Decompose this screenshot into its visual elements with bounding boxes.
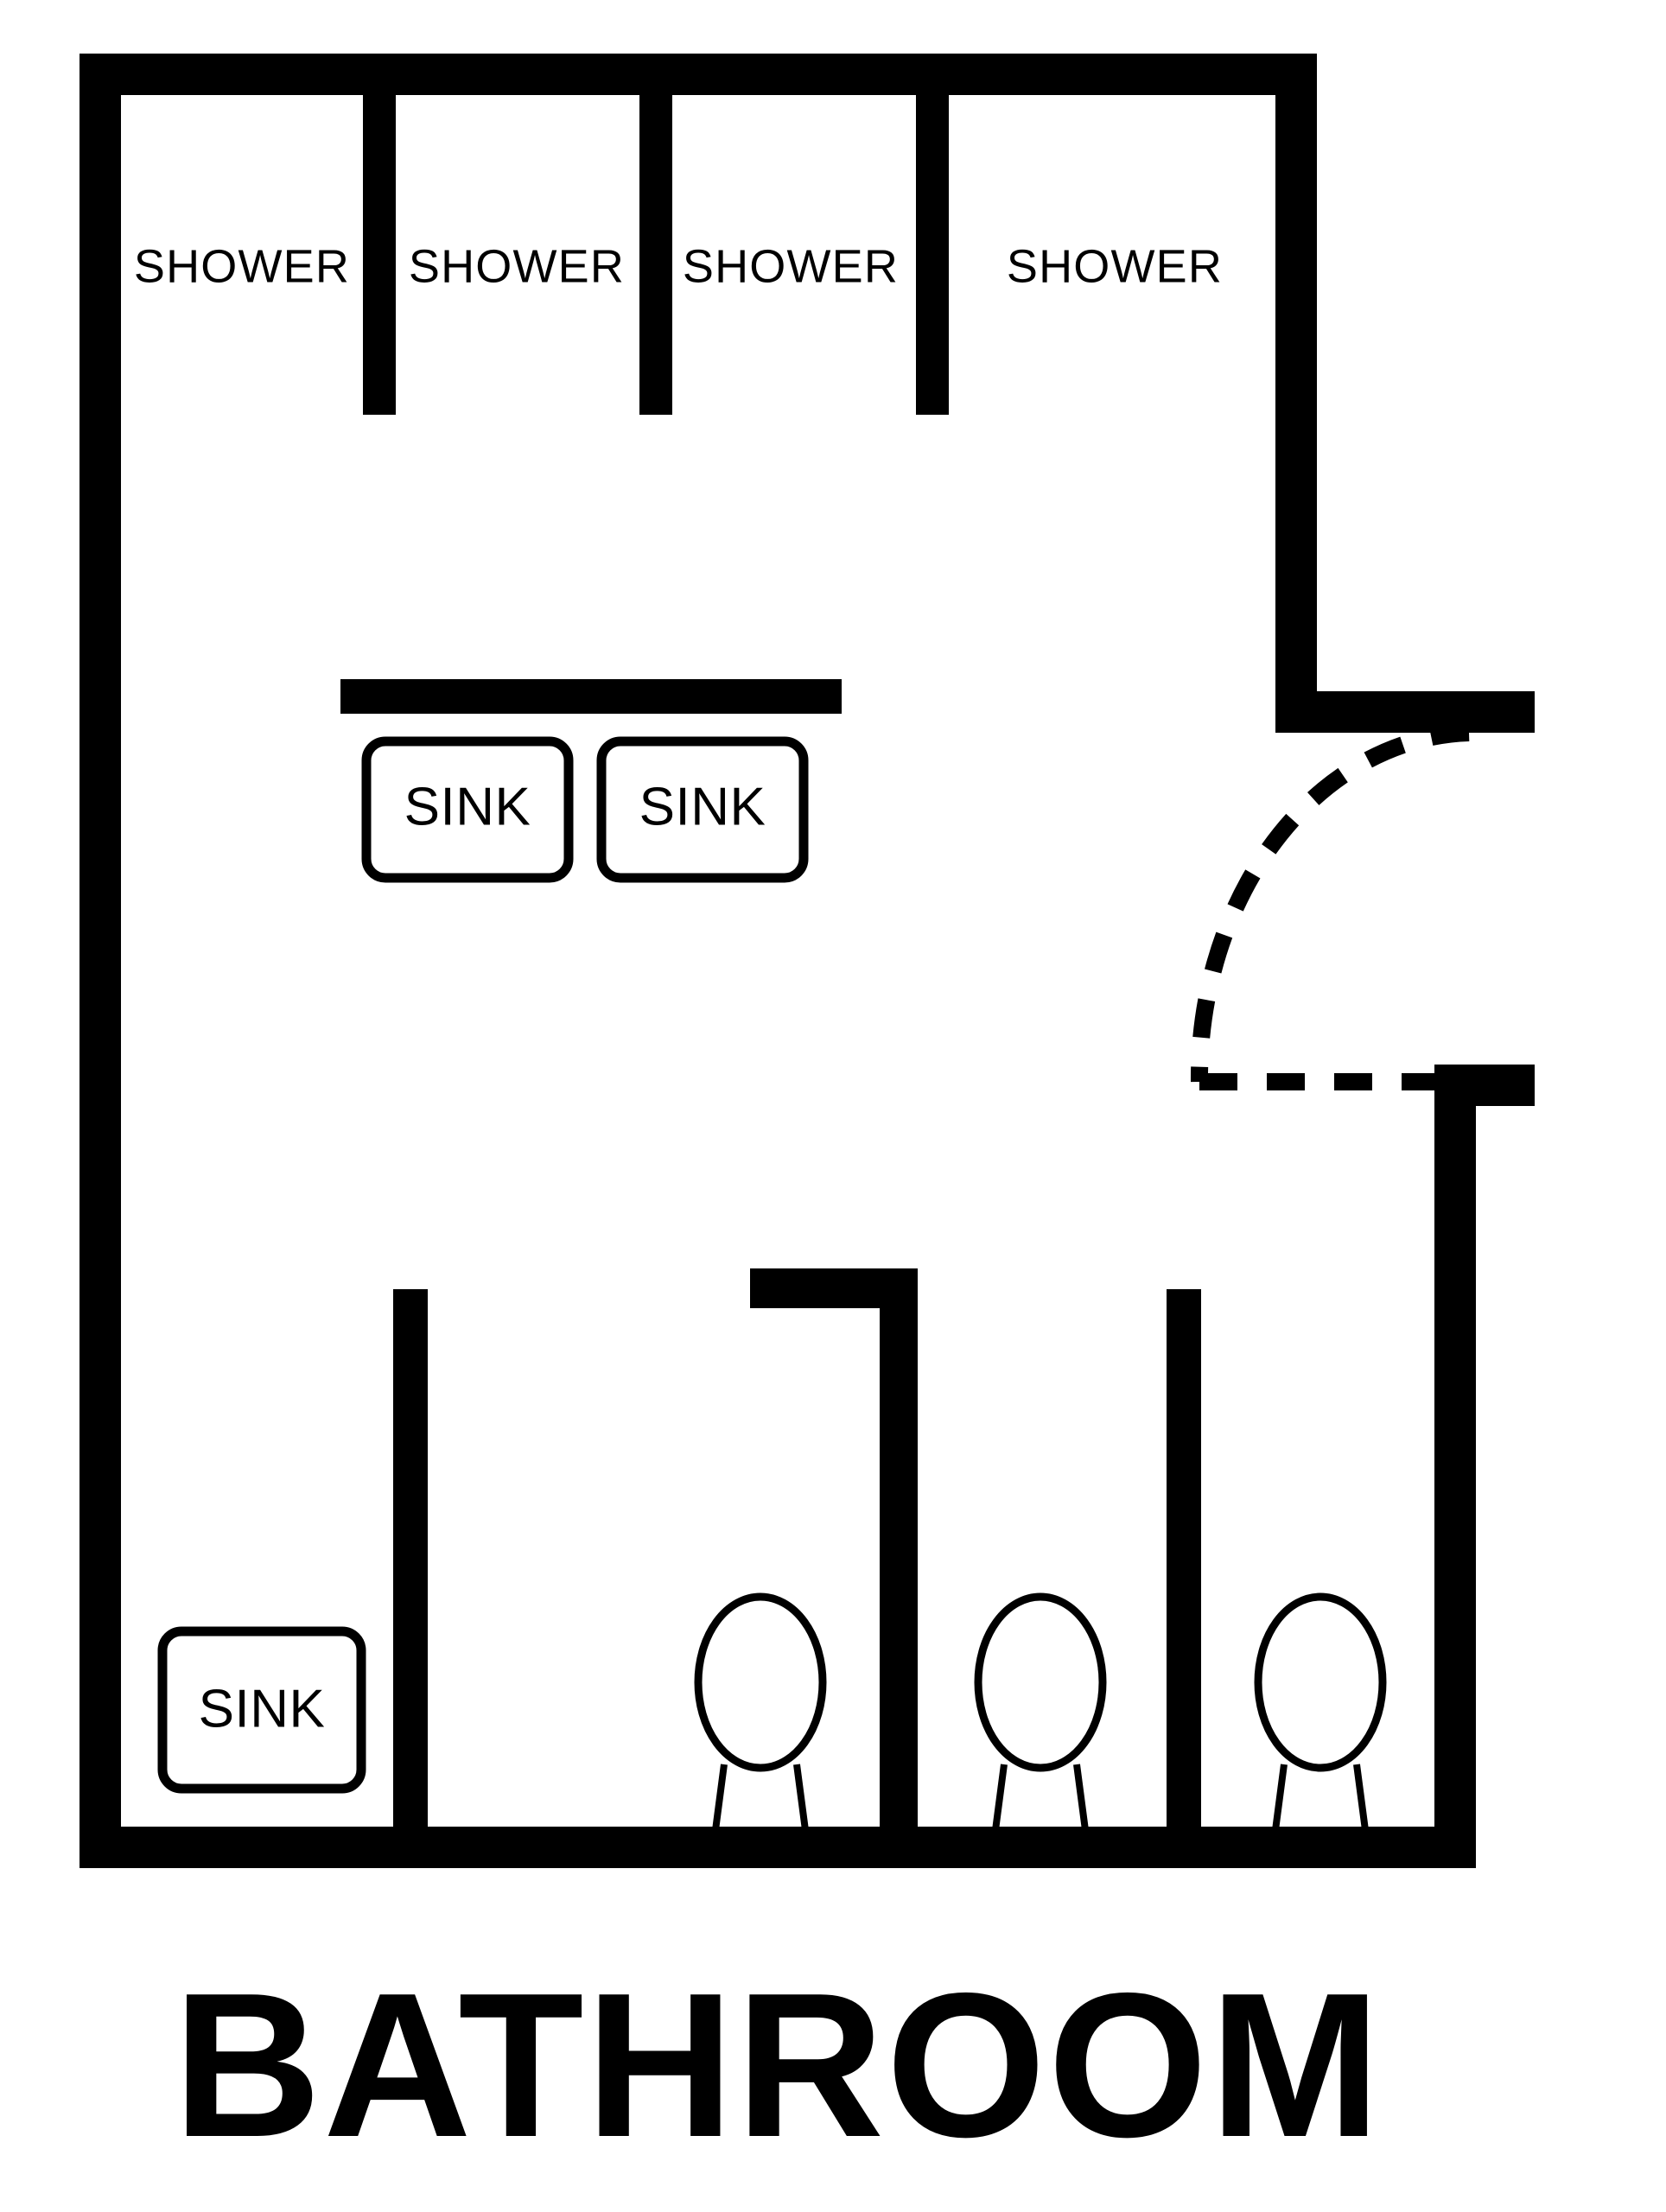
toilet-1-base — [712, 1764, 809, 1831]
toilet-3 — [1254, 1592, 1387, 1831]
sink-label-2: SINK — [639, 777, 766, 836]
wall-left — [79, 54, 121, 1868]
wall-bottom — [79, 1827, 1476, 1868]
wall-door-jamb-bottom — [1434, 1065, 1535, 1106]
toilet-1 — [694, 1592, 827, 1831]
shower-label-4: SHOWER — [1007, 240, 1223, 292]
sink-label-1: SINK — [404, 777, 531, 836]
shower-labels: SHOWER SHOWER SHOWER SHOWER — [134, 240, 1223, 292]
toilet-2-bowl — [974, 1592, 1107, 1772]
sink-basin-2 — [596, 736, 809, 883]
wall-top — [79, 54, 1317, 95]
corner-sink-basin — [157, 1626, 366, 1794]
wall-right-upper — [1275, 54, 1317, 733]
entry-door-group — [1190, 724, 1470, 1090]
shower-partition-1 — [363, 95, 396, 415]
stall-partition-left — [393, 1289, 428, 1830]
shower-partition-2 — [639, 95, 672, 415]
stall-partition-right — [1167, 1289, 1201, 1830]
toilet-2-base — [992, 1764, 1089, 1831]
shower-partitions — [363, 95, 949, 415]
shower-label-3: SHOWER — [683, 240, 899, 292]
corner-sink-label: SINK — [199, 1679, 326, 1738]
outer-walls — [79, 54, 1535, 1868]
stall-partition-center-vertical — [880, 1268, 918, 1830]
page-title: BATHROOM — [173, 1951, 1383, 2180]
shower-partition-3 — [916, 95, 949, 415]
stall-partition-center-horizontal — [750, 1268, 918, 1308]
toilet-3-base — [1272, 1764, 1369, 1831]
stall-partitions — [393, 1268, 1201, 1830]
toilet-1-bowl — [694, 1592, 827, 1772]
sink-counter-backsplash — [340, 679, 842, 714]
wall-right-jog-top — [1275, 691, 1535, 733]
corner-sink-group: SINK — [157, 1626, 366, 1794]
sink-counter-group: SINK SINK — [340, 679, 842, 883]
door-swing-arc — [1190, 724, 1470, 1083]
sink-basin-1 — [361, 736, 574, 883]
toilet-3-bowl — [1254, 1592, 1387, 1772]
shower-label-1: SHOWER — [134, 240, 350, 292]
shower-label-2: SHOWER — [409, 240, 625, 292]
toilet-2 — [974, 1592, 1107, 1831]
wall-right-lower — [1434, 1106, 1476, 1868]
toilet-fixtures — [694, 1592, 1387, 1831]
